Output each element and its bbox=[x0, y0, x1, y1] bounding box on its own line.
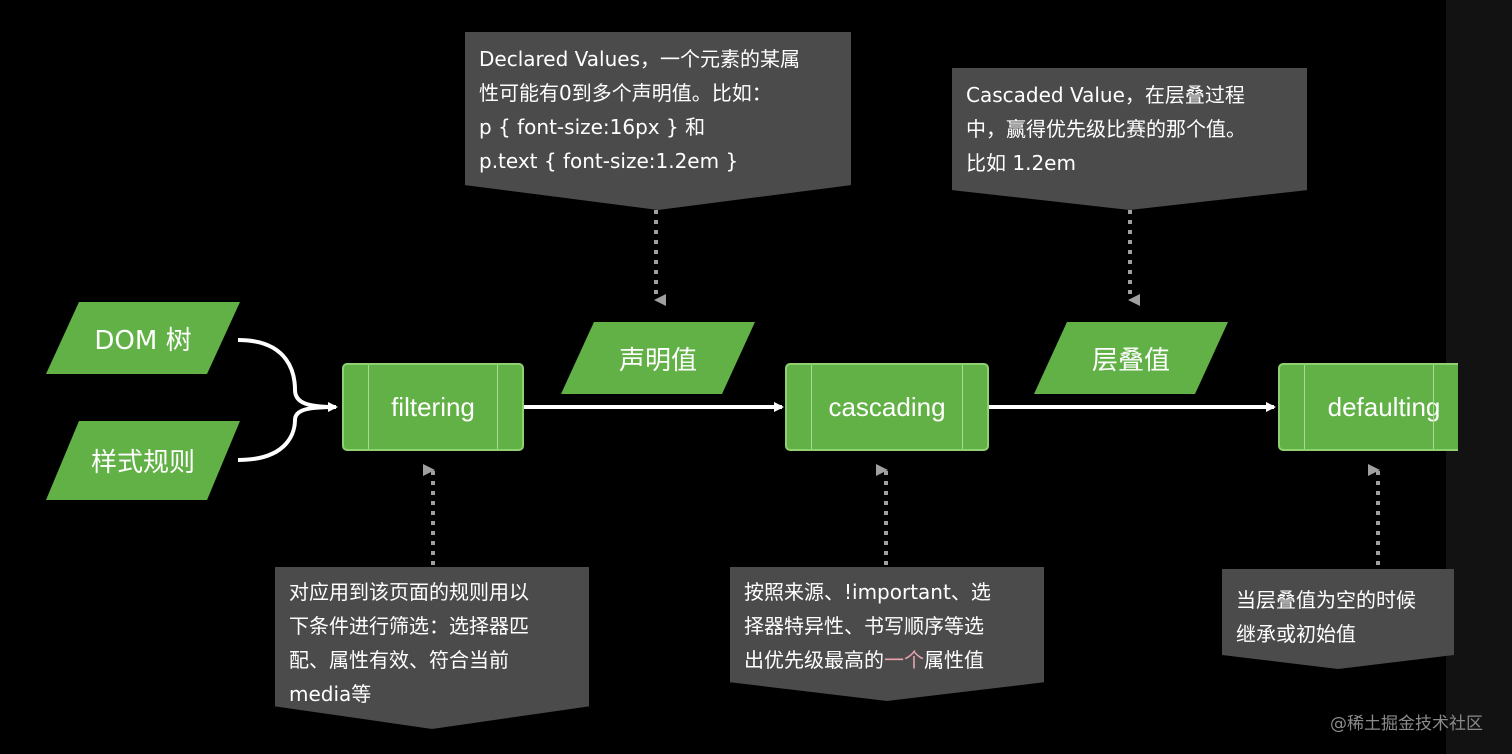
defaulting-note-line-2: 继承或初始值 bbox=[1236, 622, 1356, 646]
dom-to-filtering-arrow bbox=[237, 338, 338, 412]
cascading-process: cascading bbox=[785, 363, 989, 451]
filtering-label: filtering bbox=[391, 391, 475, 422]
cascading-label: cascading bbox=[828, 391, 946, 422]
cascading-note-line-3-a: 出优先级最高的 bbox=[744, 648, 884, 672]
input-dom-tree-label: DOM 树 bbox=[94, 325, 192, 356]
cascaded-note-line-3: 比如 1.2em bbox=[966, 151, 1076, 175]
declared-values-note: Declared Values，一个元素的某属 性可能有0到多个声明值。比如： … bbox=[465, 32, 851, 210]
cascading-note-line-1: 按照来源、!important、选 bbox=[744, 580, 991, 604]
filtering-process: filtering bbox=[342, 363, 524, 451]
rules-to-filtering-arrow bbox=[237, 405, 337, 462]
filtering-note-line-2: 下条件进行筛选：选择器匹 bbox=[289, 614, 529, 638]
defaulting-note-line-1: 当层叠值为空的时候 bbox=[1236, 588, 1416, 612]
filtering-note-line-3: 配、属性有效、符合当前 bbox=[289, 648, 509, 672]
declared-note-line-2: 性可能有0到多个声明值。比如： bbox=[479, 81, 772, 105]
filtering-note-line-1: 对应用到该页面的规则用以 bbox=[289, 580, 529, 604]
cascaded-note-line-1: Cascaded Value，在层叠过程 bbox=[966, 83, 1245, 107]
filtering-note-line-4: media等 bbox=[289, 682, 372, 706]
defaulting-process: defaulting bbox=[1278, 363, 1458, 451]
cascaded-value-node: 层叠值 bbox=[1034, 322, 1228, 394]
declared-value-node: 声明值 bbox=[561, 322, 755, 394]
defaulting-note: 当层叠值为空的时候 继承或初始值 bbox=[1222, 569, 1454, 669]
input-style-rules: 样式规则 bbox=[46, 421, 240, 500]
declared-note-line-1: Declared Values，一个元素的某属 bbox=[479, 47, 800, 71]
declared-value-label: 声明值 bbox=[618, 345, 697, 376]
cascading-note: 按照来源、!important、选 择器特异性、书写顺序等选 出优先级最高的一个… bbox=[730, 567, 1044, 701]
cascading-note-highlight: 一个 bbox=[884, 648, 924, 672]
filtering-note: 对应用到该页面的规则用以 下条件进行筛选：选择器匹 配、属性有效、符合当前 me… bbox=[275, 567, 589, 729]
declared-note-line-3: p { font-size:16px } 和 bbox=[479, 115, 706, 139]
input-style-rules-label: 样式规则 bbox=[90, 448, 195, 478]
defaulting-label: defaulting bbox=[1327, 391, 1441, 422]
cascaded-note-line-2: 中，赢得优先级比赛的那个值。 bbox=[966, 117, 1246, 141]
cascading-note-line-3: 出优先级最高的一个属性值 bbox=[744, 643, 1030, 677]
cascaded-value-label: 层叠值 bbox=[1091, 345, 1170, 376]
cascaded-value-note: Cascaded Value，在层叠过程 中，赢得优先级比赛的那个值。 比如 1… bbox=[952, 68, 1307, 210]
cascading-note-line-2: 择器特异性、书写顺序等选 bbox=[744, 614, 984, 638]
input-dom-tree: DOM 树 bbox=[46, 302, 240, 374]
declared-note-line-4: p.text { font-size:1.2em } bbox=[479, 149, 739, 173]
cascading-note-line-3-c: 属性值 bbox=[924, 648, 984, 672]
watermark: @稀土掘金技术社区 bbox=[1330, 714, 1483, 734]
